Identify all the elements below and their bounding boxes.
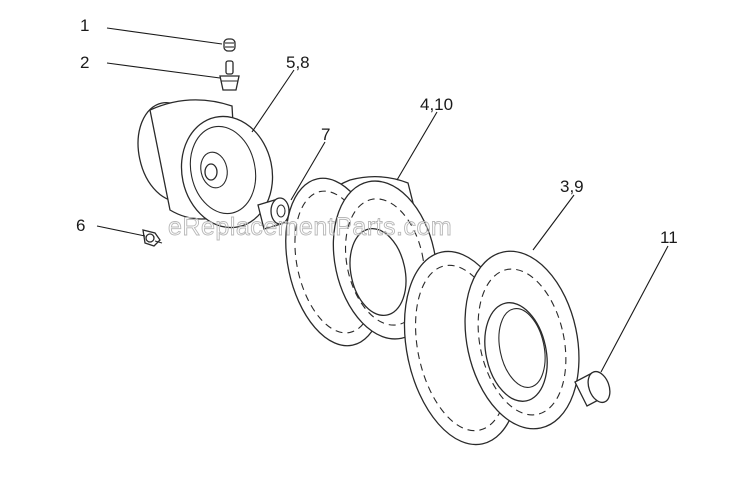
leader-1 — [106, 27, 223, 45]
leader-7 — [290, 141, 326, 201]
callout-1: 1 — [80, 16, 89, 35]
leader-2 — [106, 62, 221, 79]
valve-cap — [223, 38, 236, 52]
callout-4-10: 4,10 — [420, 95, 453, 114]
wheel-rim — [137, 99, 274, 229]
leader-11 — [600, 245, 669, 373]
callout-11: 11 — [660, 228, 678, 247]
callout-6: 6 — [76, 216, 85, 235]
leader-3-9 — [532, 194, 575, 251]
leader-lines — [96, 27, 669, 373]
callout-3-9: 3,9 — [560, 177, 584, 196]
valve-stem — [219, 60, 240, 91]
leader-6 — [96, 225, 146, 237]
callout-2: 2 — [80, 53, 89, 72]
leader-5-8 — [251, 69, 295, 133]
watermark: eReplacementParts.com — [168, 213, 452, 241]
callout-7: 7 — [321, 125, 330, 144]
grease-fitting — [142, 229, 163, 247]
bushing — [257, 197, 290, 230]
hub-cap — [574, 370, 611, 407]
rear-tire — [403, 250, 580, 446]
callout-5-8: 5,8 — [286, 53, 310, 72]
leader-4-10 — [396, 111, 438, 181]
